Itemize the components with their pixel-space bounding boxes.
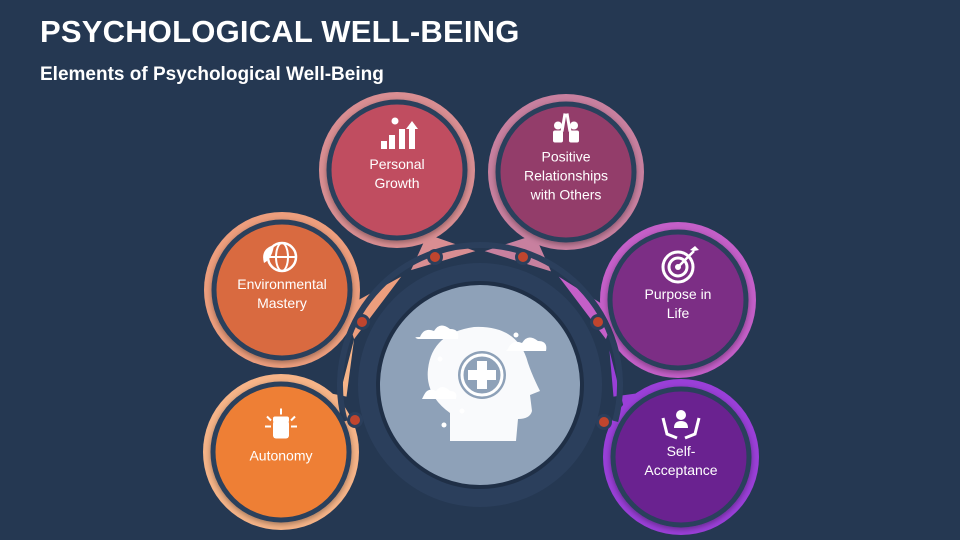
page-title: PSYCHOLOGICAL WELL-BEING bbox=[40, 14, 520, 49]
connector-arc bbox=[337, 242, 623, 423]
element-label: Acceptance bbox=[644, 462, 717, 478]
high-five-icon bbox=[553, 113, 579, 143]
connector-dot bbox=[596, 414, 612, 430]
globe-leaf-icon bbox=[263, 241, 298, 273]
element-bubble-circle bbox=[607, 229, 749, 371]
page-subtitle: Elements of Psychological Well-Being bbox=[40, 64, 384, 85]
element-label: Mastery bbox=[257, 295, 307, 311]
element-bubble: Self- Acceptance bbox=[610, 386, 752, 528]
element-label: Autonomy bbox=[249, 448, 312, 464]
element-label: Purpose in bbox=[645, 286, 712, 302]
element-bubble-circle bbox=[495, 101, 637, 243]
connector-dot bbox=[427, 249, 443, 265]
element-label: Environmental bbox=[237, 276, 327, 292]
target-icon bbox=[661, 246, 699, 284]
growth-stairs-icon bbox=[381, 117, 418, 149]
element-bubble-circle bbox=[326, 99, 468, 241]
element-label: Life bbox=[667, 305, 690, 321]
element-bubble-circle bbox=[210, 381, 352, 523]
element-bubble: Purpose in Life bbox=[607, 229, 749, 371]
head-health-icon bbox=[415, 325, 547, 441]
element-label: with Others bbox=[530, 187, 602, 203]
fist-icon bbox=[265, 408, 297, 439]
element-bubble-circle bbox=[610, 386, 752, 528]
element-label: Personal bbox=[369, 156, 424, 172]
element-bubble: Autonomy bbox=[210, 381, 352, 523]
connector-dot bbox=[590, 314, 606, 330]
connector-dot bbox=[515, 249, 531, 265]
element-label: Relationships bbox=[524, 168, 608, 184]
element-label: Self- bbox=[667, 443, 696, 459]
connector-dot bbox=[347, 412, 363, 428]
element-bubble-circle bbox=[211, 219, 353, 361]
connector-dot bbox=[354, 314, 370, 330]
element-label: Positive bbox=[541, 149, 590, 165]
self-care-hands-icon bbox=[661, 410, 701, 440]
element-label: Growth bbox=[374, 175, 419, 191]
